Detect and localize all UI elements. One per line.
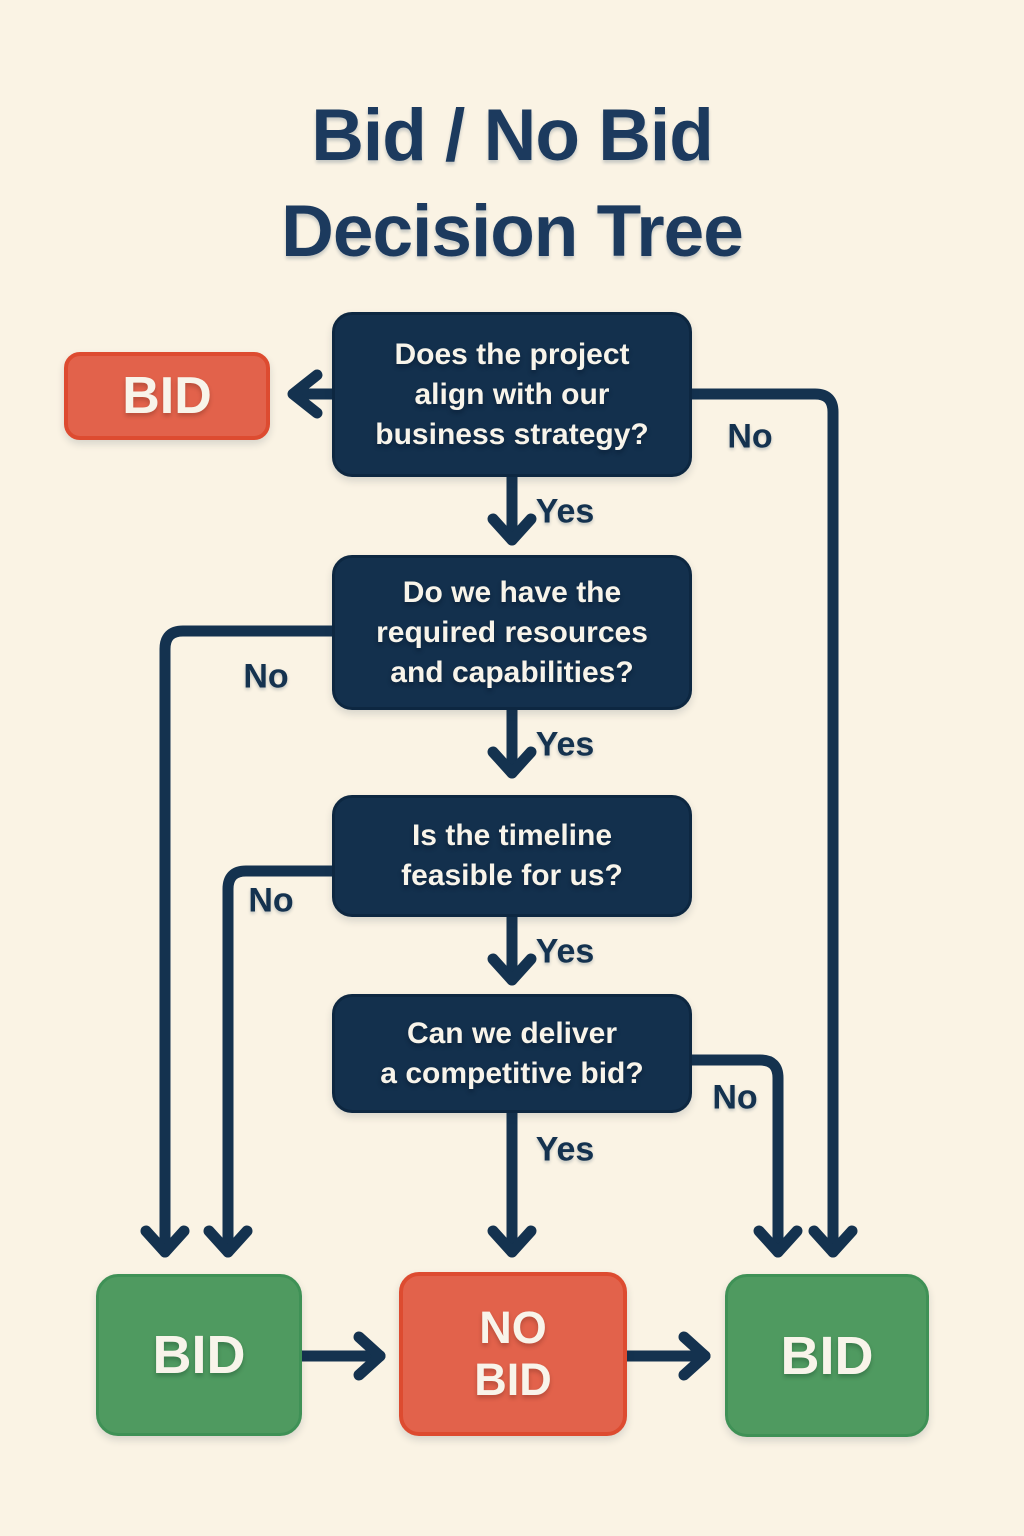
edge-q3-no-arrowhead <box>203 1225 253 1258</box>
edge-q3-no-line <box>222 865 339 1258</box>
outcome-node-no-bid: NO BID <box>399 1272 627 1436</box>
question-line: feasible for us? <box>401 859 623 892</box>
edge-label-q2-yes: Yes <box>535 725 595 764</box>
edge-bidleft-nobid-arrowhead <box>353 1331 386 1381</box>
question-line: Do we have the <box>402 575 622 609</box>
edge-q1-no-arrowhead <box>808 1225 858 1258</box>
question-node-business-strategy: Does the project align with our business… <box>332 312 692 477</box>
edge-label-q4-yes: Yes <box>535 1130 595 1169</box>
page-title: Bid / No Bid Decision Tree <box>0 88 1024 280</box>
edge-q2-no-line <box>159 625 339 1258</box>
question-line: a competitive bid? <box>380 1056 644 1090</box>
edge-label-q2-no: No <box>243 657 289 696</box>
question-node-timeline-feasible: Is the timeline feasible for us? <box>332 795 692 917</box>
edge-q4-yes-arrowhead <box>487 1225 537 1258</box>
outcome-node-bid-top: BID <box>64 352 270 440</box>
question-line: required resources <box>376 615 648 649</box>
question-line: business strategy? <box>375 417 649 451</box>
question-node-resources-capabilities: Do we have the required resources and ca… <box>332 555 692 710</box>
edge-q3-yes-arrowhead <box>487 953 537 986</box>
edge-label-q1-no: No <box>727 417 773 456</box>
outcome-node-bid-bottom-left: BID <box>96 1274 302 1436</box>
edge-q2-yes-arrowhead <box>487 746 537 779</box>
outcome-label: BID <box>152 1325 246 1385</box>
outcome-label-line: BID <box>474 1354 552 1405</box>
edge-q1-bid-arrowhead <box>287 369 323 419</box>
edge-q4-no-arrowhead <box>753 1225 803 1258</box>
question-line: Is the timeline <box>411 819 613 852</box>
edge-label-q3-yes: Yes <box>535 932 595 971</box>
outcome-node-bid-bottom-right: BID <box>725 1274 929 1437</box>
question-line: align with our <box>414 377 610 411</box>
title-line-2: Decision Tree <box>281 191 744 272</box>
edge-q1-no-line <box>685 388 839 1258</box>
question-node-competitive-bid: Can we deliver a competitive bid? <box>332 994 692 1113</box>
edge-nobid-bidright-arrowhead <box>678 1331 711 1381</box>
edge-q2-no-arrowhead <box>140 1225 190 1258</box>
edge-q4-no-line <box>685 1054 784 1258</box>
outcome-label: BID <box>122 367 212 425</box>
edge-label-q3-no: No <box>248 881 294 920</box>
edge-q1-yes-arrowhead <box>487 513 537 546</box>
outcome-label: BID <box>780 1325 874 1386</box>
edge-label-q1-yes: Yes <box>535 492 595 531</box>
question-line: Can we deliver <box>406 1016 618 1050</box>
question-line: Does the project <box>394 337 630 371</box>
question-line: and capabilities? <box>390 655 634 689</box>
edge-label-q4-no: No <box>712 1078 758 1117</box>
title-line-1: Bid / No Bid <box>311 95 714 176</box>
outcome-label-line: NO <box>479 1302 547 1353</box>
